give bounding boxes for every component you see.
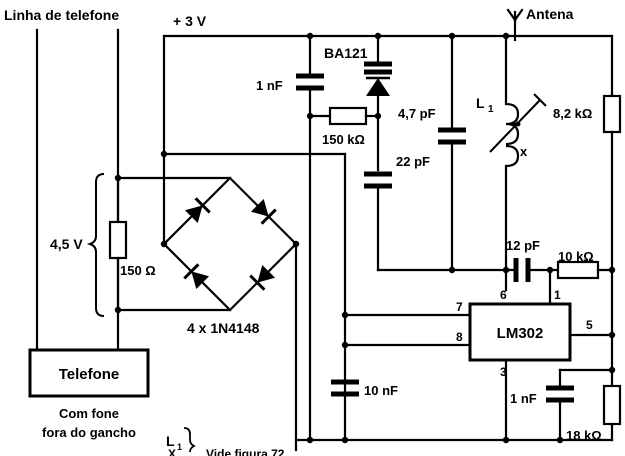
cap-1nf-bottom-label: 1 nF [510, 391, 537, 406]
ic-label: LM302 [497, 325, 544, 342]
footnote-sub: 1 [177, 442, 182, 452]
capacitor-1nf-bottom [546, 368, 614, 442]
telephone-label: Telefone [59, 366, 120, 383]
resistor-150k [306, 106, 382, 126]
capacitor-10nf [331, 379, 359, 397]
cap-1nf-top-label: 1 nF [256, 78, 283, 93]
x-mark: x [520, 144, 528, 159]
phone-line-label: Linha de telefone [4, 7, 119, 23]
pin7: 7 [456, 300, 463, 314]
res-10k-label: 10 kΩ [558, 249, 594, 264]
footnote-l: L [166, 433, 175, 449]
bridge-label: 4 x 1N4148 [187, 320, 260, 336]
cap-22pf-label: 22 pF [396, 154, 430, 169]
supply-label: + 3 V [173, 13, 207, 29]
capacitor-12pf [502, 258, 560, 282]
res-8-2k-label: 8,2 kΩ [553, 106, 592, 121]
voltage-brace [86, 173, 105, 317]
cap-12pf-label: 12 pF [506, 238, 540, 253]
cap-4-7pf-label: 4,7 pF [398, 106, 436, 121]
diode-ba121 [364, 34, 392, 172]
res-150k-label: 150 kΩ [322, 132, 365, 147]
resistor-10k [556, 260, 616, 280]
pin1: 1 [554, 288, 561, 302]
inductor-sub: 1 [488, 104, 494, 115]
capacitor-4-7pf [438, 34, 466, 274]
res-150-label: 150 Ω [120, 263, 156, 278]
footnote-text: Vide figura 72 [206, 447, 285, 456]
footnote-x: X [168, 447, 176, 456]
footnote-brace [183, 427, 197, 453]
ic-lm302 [468, 302, 572, 362]
phone-line-wires [35, 28, 120, 352]
capacitor-22pf [364, 171, 512, 272]
caption-line2: fora do gancho [42, 425, 136, 440]
pin8: 8 [456, 330, 463, 344]
pin6: 6 [500, 288, 507, 302]
pin5: 5 [586, 318, 593, 332]
resistor-18k [602, 384, 622, 426]
resistor-8-2k [602, 34, 622, 442]
resistor-150-ohm [108, 176, 128, 312]
telephone-box [28, 348, 150, 398]
diode-bridge [160, 176, 300, 312]
capacitor-1nf-top [296, 34, 324, 442]
cap-10nf-label: 10 nF [364, 383, 398, 398]
antenna-label: Antena [526, 6, 574, 22]
ba121-label: BA121 [324, 45, 368, 61]
antenna-icon [506, 8, 524, 42]
caption-line1: Com fone [59, 406, 119, 421]
inductor-label: L [476, 95, 485, 111]
voltage-label: 4,5 V [50, 236, 83, 252]
pin3: 3 [500, 365, 507, 379]
